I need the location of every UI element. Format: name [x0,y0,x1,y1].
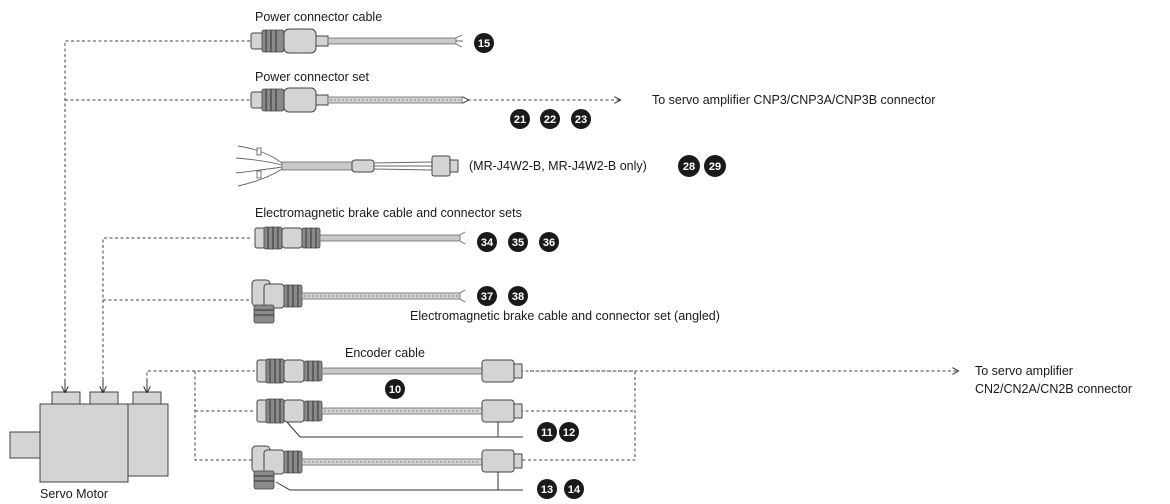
amplifier-arrows [468,100,958,371]
svg-text:22: 22 [544,114,556,126]
badge-21: 21 [510,109,530,129]
svg-text:12: 12 [563,427,575,439]
badge-37: 37 [477,286,497,306]
svg-text:23: 23 [575,114,587,126]
svg-text:28: 28 [683,161,695,173]
label-encoder-cable: Encoder cable [345,346,425,360]
badge-14: 14 [564,479,584,499]
svg-text:15: 15 [478,38,490,50]
servo-motor [9,380,169,483]
svg-text:37: 37 [481,291,493,303]
encoder-cable-angled [251,445,523,491]
badge-35: 35 [508,232,528,252]
badge-29: 29 [704,155,726,177]
svg-text:21: 21 [514,114,526,126]
badge-38: 38 [508,286,528,306]
svg-text:11: 11 [541,427,553,439]
label-amp-cnp3: To servo amplifier CNP3/CNP3A/CNP3B conn… [652,93,935,107]
label-amp-cn2-line1: To servo amplifier [975,364,1073,378]
encoder-cable-shielded [256,398,523,438]
badge-28: 28 [678,155,700,177]
label-amp-cn2-line2: CN2/CN2A/CN2B connector [975,382,1132,396]
encoder-cable-straight [256,358,523,384]
power-connector-cable [250,28,463,54]
label-brake-sets: Electromagnetic brake cable and connecto… [255,206,522,220]
label-servo-motor: Servo Motor [40,487,108,501]
svg-text:38: 38 [512,291,524,303]
label-brake-angled: Electromagnetic brake cable and connecto… [410,309,720,323]
power-connector-set [250,87,463,113]
label-power-set: Power connector set [255,70,369,84]
svg-text:35: 35 [512,237,524,249]
badge-15: 15 [474,33,494,53]
badge-22: 22 [540,109,560,129]
mr-j4w2-cable [235,145,459,187]
badge-34: 34 [477,232,497,252]
label-mr-j4w2: (MR-J4W2-B, MR-J4W2-B only) [469,159,647,173]
svg-text:29: 29 [709,161,721,173]
badge-12: 12 [559,422,579,442]
svg-text:34: 34 [481,237,494,249]
badge-11: 11 [537,422,557,442]
svg-text:36: 36 [543,237,555,249]
badge-23: 23 [571,109,591,129]
brake-cable-straight [254,226,466,250]
badge-36: 36 [539,232,559,252]
svg-text:10: 10 [389,384,401,396]
brake-cable-angled [251,279,466,324]
badge-10: 10 [385,379,405,399]
svg-text:13: 13 [541,484,553,496]
label-power-cable: Power connector cable [255,10,382,24]
svg-text:14: 14 [568,484,581,496]
badge-13: 13 [537,479,557,499]
